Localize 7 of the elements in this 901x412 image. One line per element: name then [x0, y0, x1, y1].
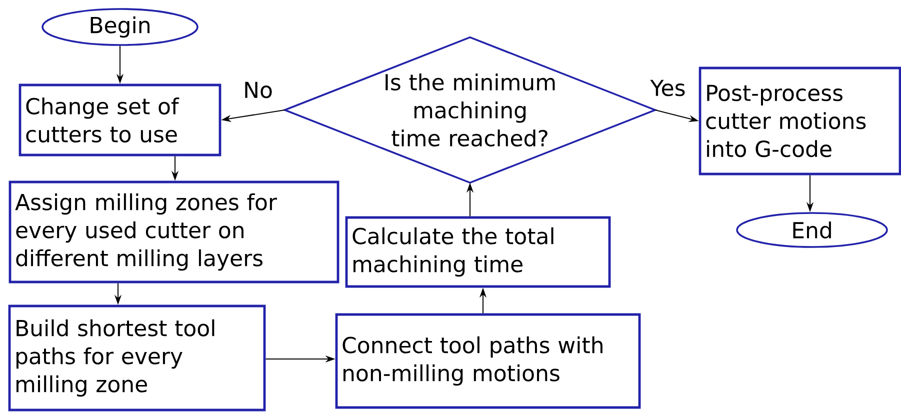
process-box: Build shortest tool paths for every milling zone	[8, 304, 266, 412]
process-box: Assign milling zones for every used cutter on different milling layers	[8, 180, 340, 284]
process-box: Post-process cutter motions into G-code	[698, 66, 901, 176]
edge-label: No	[242, 80, 274, 100]
process-box: Calculate the total machining time	[345, 216, 611, 288]
process-box: Change set of cutters to use	[18, 84, 222, 156]
process-box: Connect tool paths with non-milling motions	[335, 313, 641, 409]
